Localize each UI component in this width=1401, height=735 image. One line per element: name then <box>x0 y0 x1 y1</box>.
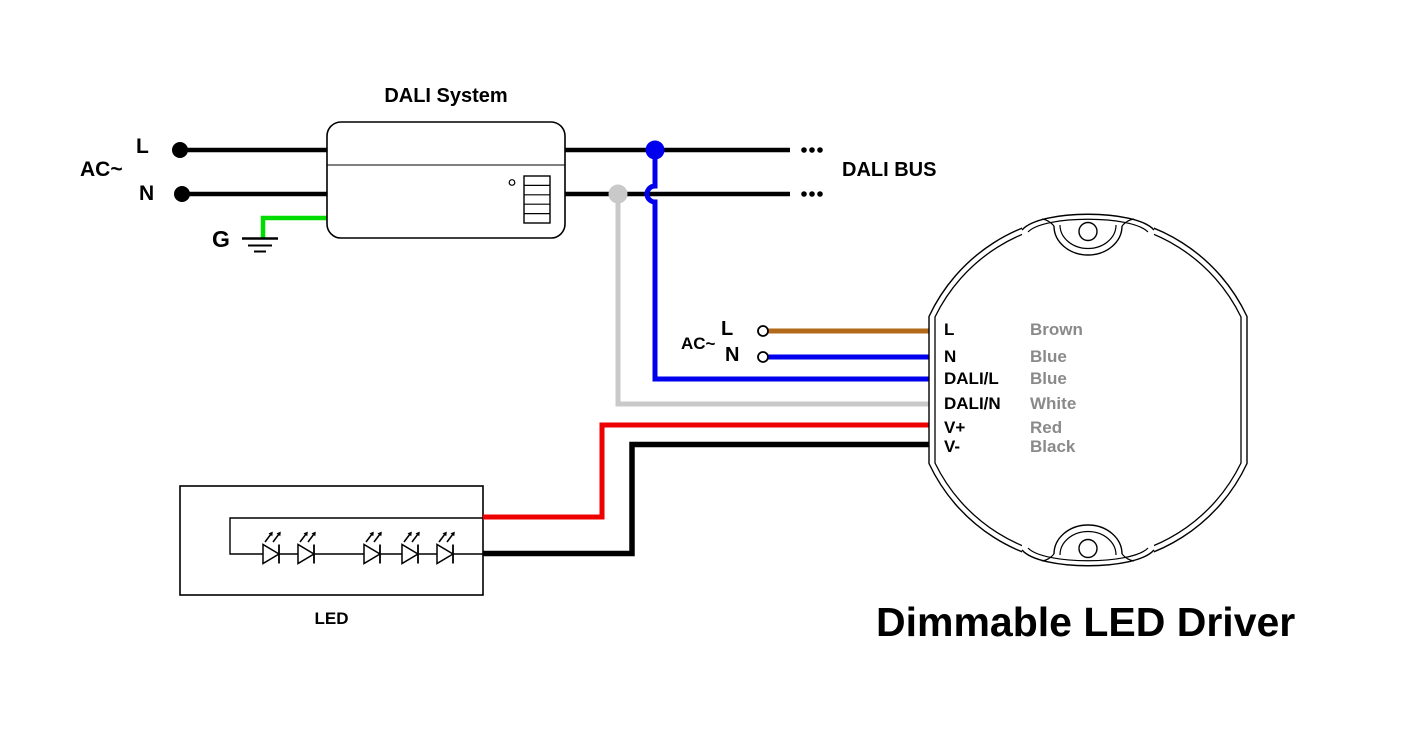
wire-dali-l <box>644 150 930 382</box>
terminal-name: DALI/N <box>944 394 1001 413</box>
terminal-dot-neutral <box>174 186 190 202</box>
terminal-wire-color: Brown <box>1030 320 1083 339</box>
mounting-hole-top <box>1078 221 1098 242</box>
terminal-wire-color: Black <box>1030 437 1076 456</box>
junction-dot-dali-l <box>645 140 665 160</box>
terminal-name: V+ <box>944 418 966 437</box>
terminal-block-icon <box>523 175 551 224</box>
terminal-name: V- <box>944 437 961 456</box>
junction-dot-dali-n <box>608 184 628 204</box>
terminal-wire-color: Red <box>1030 418 1063 437</box>
terminal-wire-color: Blue <box>1030 347 1067 366</box>
bus-ellipsis-icon <box>801 147 823 197</box>
led-box <box>179 485 484 596</box>
terminal-name: L <box>944 320 955 339</box>
wire-v-minus <box>483 441 930 557</box>
driver-outline-outer <box>928 214 1248 566</box>
mains-neutral-label: N <box>139 182 155 205</box>
led-strip-outline <box>229 517 483 555</box>
ground-branch <box>242 215 327 253</box>
indicator-dot-icon <box>508 179 516 186</box>
driver-ac-input <box>757 325 930 363</box>
mounting-notch-bottom <box>1021 524 1155 576</box>
led-label: LED <box>314 609 349 628</box>
mounting-hole-bottom <box>1078 538 1098 559</box>
dali-bus-taps <box>608 140 930 407</box>
driver-live-label: L <box>721 318 734 340</box>
terminal-name: N <box>944 347 957 366</box>
mains-ac-label: AC~ <box>80 158 123 181</box>
terminal-wire-color: White <box>1030 394 1077 413</box>
wire-v-plus <box>483 422 930 520</box>
dali-system-box <box>326 121 566 239</box>
terminal-dot-live <box>172 142 188 158</box>
driver-body <box>928 204 1248 576</box>
terminal-name: DALI/L <box>944 369 999 388</box>
dali-bus-label: DALI BUS <box>842 159 937 181</box>
ground-icon <box>242 237 278 253</box>
driver-ac-label: AC~ <box>681 334 716 353</box>
wire-ground <box>260 215 327 239</box>
open-terminal-neutral <box>757 351 769 363</box>
led-module <box>179 485 484 596</box>
wire-dali-n <box>615 194 930 407</box>
driver-neutral-label: N <box>725 344 740 366</box>
mounting-notch-top <box>1021 204 1155 256</box>
driver-title: Dimmable LED Driver <box>876 599 1296 645</box>
dali-system-label: DALI System <box>384 85 508 107</box>
mains-live-label: L <box>136 135 149 158</box>
ground-label: G <box>212 226 230 252</box>
terminal-wire-color: Blue <box>1030 369 1067 388</box>
open-terminal-live <box>757 325 769 337</box>
mains-wires <box>172 142 823 202</box>
